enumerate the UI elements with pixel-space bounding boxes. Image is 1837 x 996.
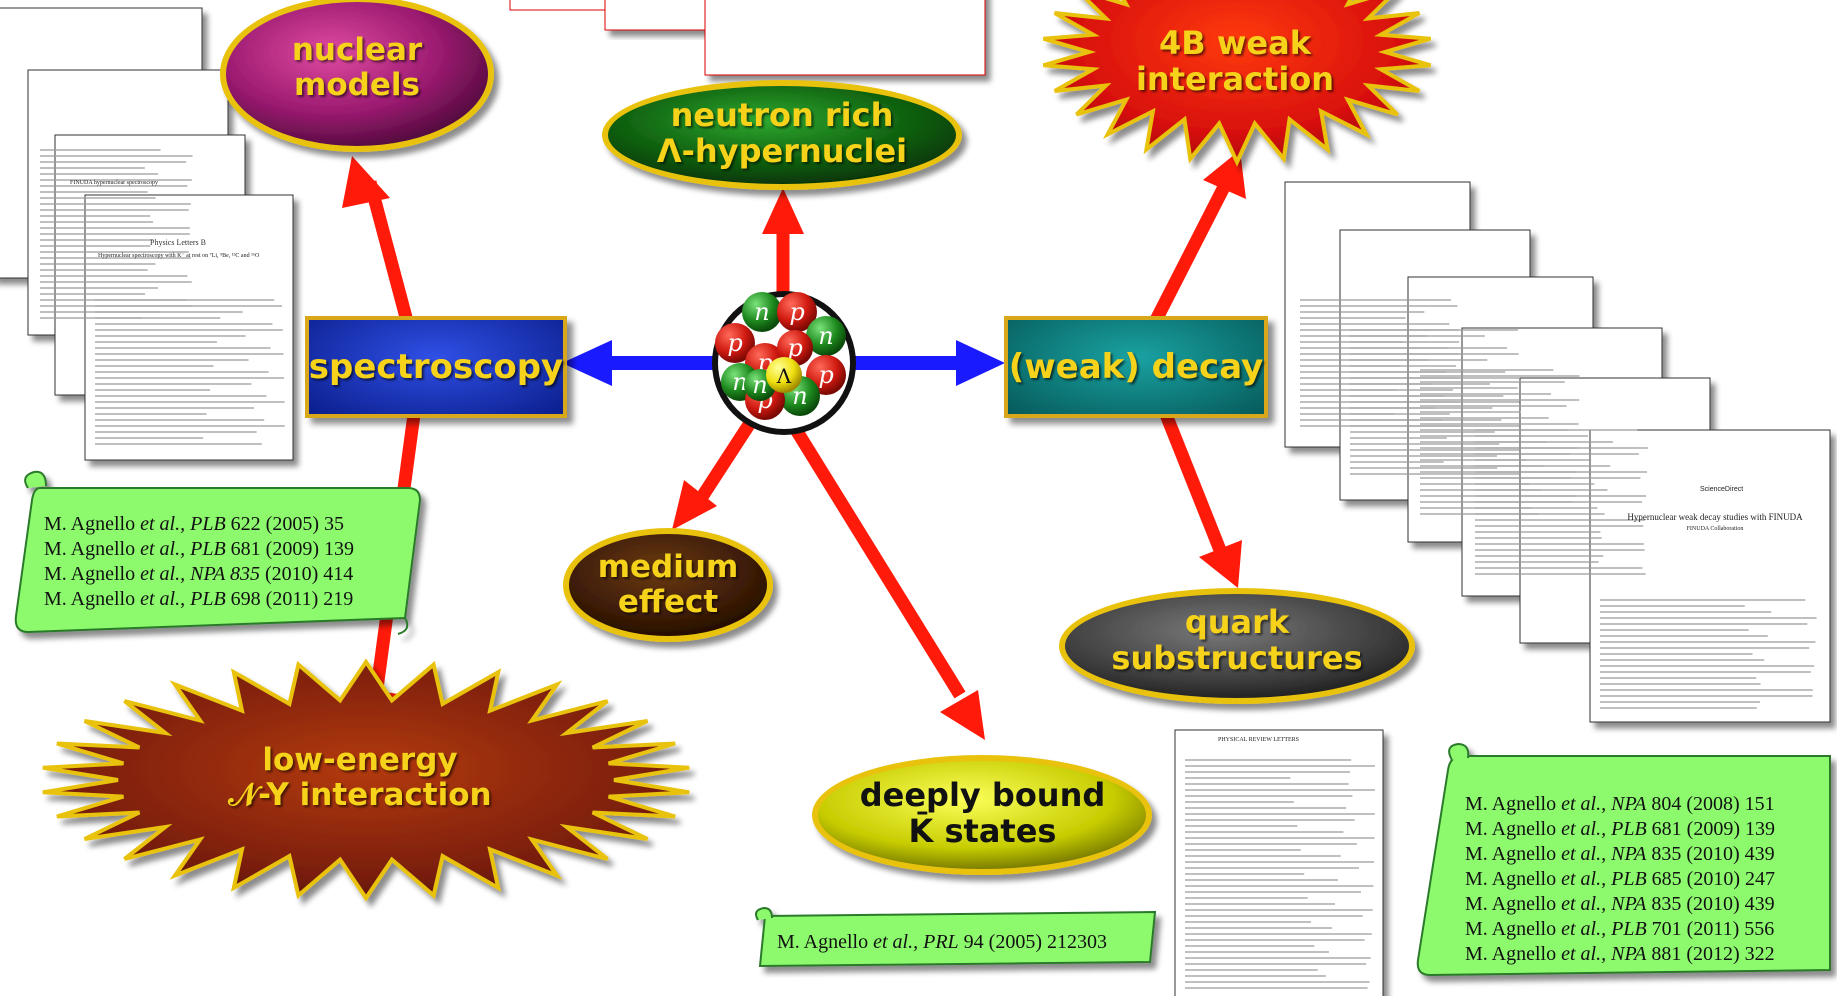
note-left-shape	[14, 470, 422, 635]
node-low-energy-burst	[42, 658, 690, 902]
nucleon-label: p	[727, 329, 742, 357]
paper-prl	[1174, 729, 1384, 996]
nucleon-sphere	[742, 292, 782, 332]
nucleon-sphere	[715, 323, 755, 363]
nucleon-label: n	[752, 371, 767, 399]
node-spectroscopy: spectroscopy	[305, 316, 567, 418]
arrow-to-quark	[1158, 409, 1227, 553]
reference-entry: M. Agnello et al., PLB 685 (2010) 247	[1465, 868, 1775, 890]
note-right-shape	[1416, 742, 1831, 977]
papers-top-stack	[509, 0, 986, 76]
reference-entry: M. Agnello et al., PLB 681 (2009) 139	[1465, 818, 1775, 840]
paper-left-title: FINUDA hypernuclear spectroscopy	[70, 180, 158, 186]
nucleon-label: p	[789, 298, 804, 326]
reference-entry: M. Agnello et al., PLB 698 (2011) 219	[44, 588, 354, 610]
nucleon-sphere	[806, 316, 846, 356]
arrow-head-quark	[1199, 540, 1242, 588]
reference-entry: M. Agnello et al., NPA 835 (2010) 439	[1465, 893, 1775, 915]
references-left: M. Agnello et al., PLB 622 (2005) 35 M. A…	[44, 512, 354, 612]
node-nuclear-models-shape	[220, 0, 494, 152]
arrow-head-spectroscopy	[562, 340, 612, 386]
paper-journal-name: Physics Letters B	[150, 238, 206, 247]
reference-entry: M. Agnello et al., NPA 835 (2010) 414	[44, 563, 354, 585]
node-deeply-bound-shape	[812, 755, 1152, 875]
lambda-sphere	[766, 357, 802, 393]
node-quark-shape	[1059, 588, 1415, 704]
arrow-head-medium-effect	[672, 480, 717, 530]
arrow-head-neutron-rich	[762, 188, 804, 234]
node-weak-decay: (weak) decay	[1004, 316, 1268, 418]
nucleon-label: n	[732, 368, 747, 396]
reference-entry: M. Agnello et al., NPA 804 (2008) 151	[1465, 793, 1775, 815]
node-medium-effect-shape	[563, 528, 773, 642]
reference-entry: M. Agnello et al., PRL 94 (2005) 212303	[777, 931, 1107, 953]
reference-entry: M. Agnello et al., PLB 622 (2005) 35	[44, 513, 344, 535]
nucleon-label: n	[754, 298, 769, 326]
hypernucleus: nppnpnpnppnΛ	[712, 291, 856, 435]
nucleon-label: n	[792, 382, 807, 410]
paper-spectroscopy-title: Hypernuclear spectroscopy with K⁻ at res…	[98, 253, 260, 259]
node-weak-interaction-burst	[1042, 0, 1432, 167]
note-middle-shape	[755, 906, 1157, 968]
paper-prl-header: PHYSICAL REVIEW LETTERS	[1218, 737, 1299, 743]
nucleon-sphere	[777, 292, 817, 332]
reference-entry: M. Agnello et al., PLB 681 (2009) 139	[44, 538, 354, 560]
reference-entry: M. Agnello et al., NPA 881 (2012) 322	[1465, 943, 1775, 965]
reference-entry: M. Agnello et al., NPA 835 (2010) 439	[1465, 843, 1775, 865]
nucleon-sphere	[777, 330, 813, 366]
reference-entry: M. Agnello et al., PLB 701 (2011) 556	[1465, 918, 1775, 940]
paper-text-lines	[40, 149, 1817, 989]
nucleon-label: n	[818, 322, 833, 350]
arrow-to-deeply-bound	[784, 416, 966, 699]
references-right: M. Agnello et al., NPA 804 (2008) 151 M. …	[1465, 792, 1775, 967]
paper-decay-title: Hypernuclear weak decay studies with FIN…	[1627, 512, 1803, 522]
arrow-to-weak-interaction	[1149, 182, 1231, 325]
papers-left-stack	[0, 7, 294, 461]
paper-collaboration: FINUDA Collaboration	[1686, 526, 1744, 532]
arrow-head-deeply-bound	[940, 690, 985, 740]
papers-decay-stack	[1284, 181, 1831, 723]
paper-publisher: ScienceDirect	[1700, 486, 1744, 493]
references-middle: M. Agnello et al., PRL 94 (2005) 212303	[777, 930, 1107, 955]
lambda-label: Λ	[776, 364, 792, 388]
nucleon-label: p	[787, 334, 802, 362]
nucleon-label: p	[818, 361, 833, 389]
node-neutron-rich-shape	[602, 80, 962, 190]
arrow-head-weak-decay	[956, 340, 1005, 386]
arrow-head-nuclear-models	[342, 156, 390, 208]
